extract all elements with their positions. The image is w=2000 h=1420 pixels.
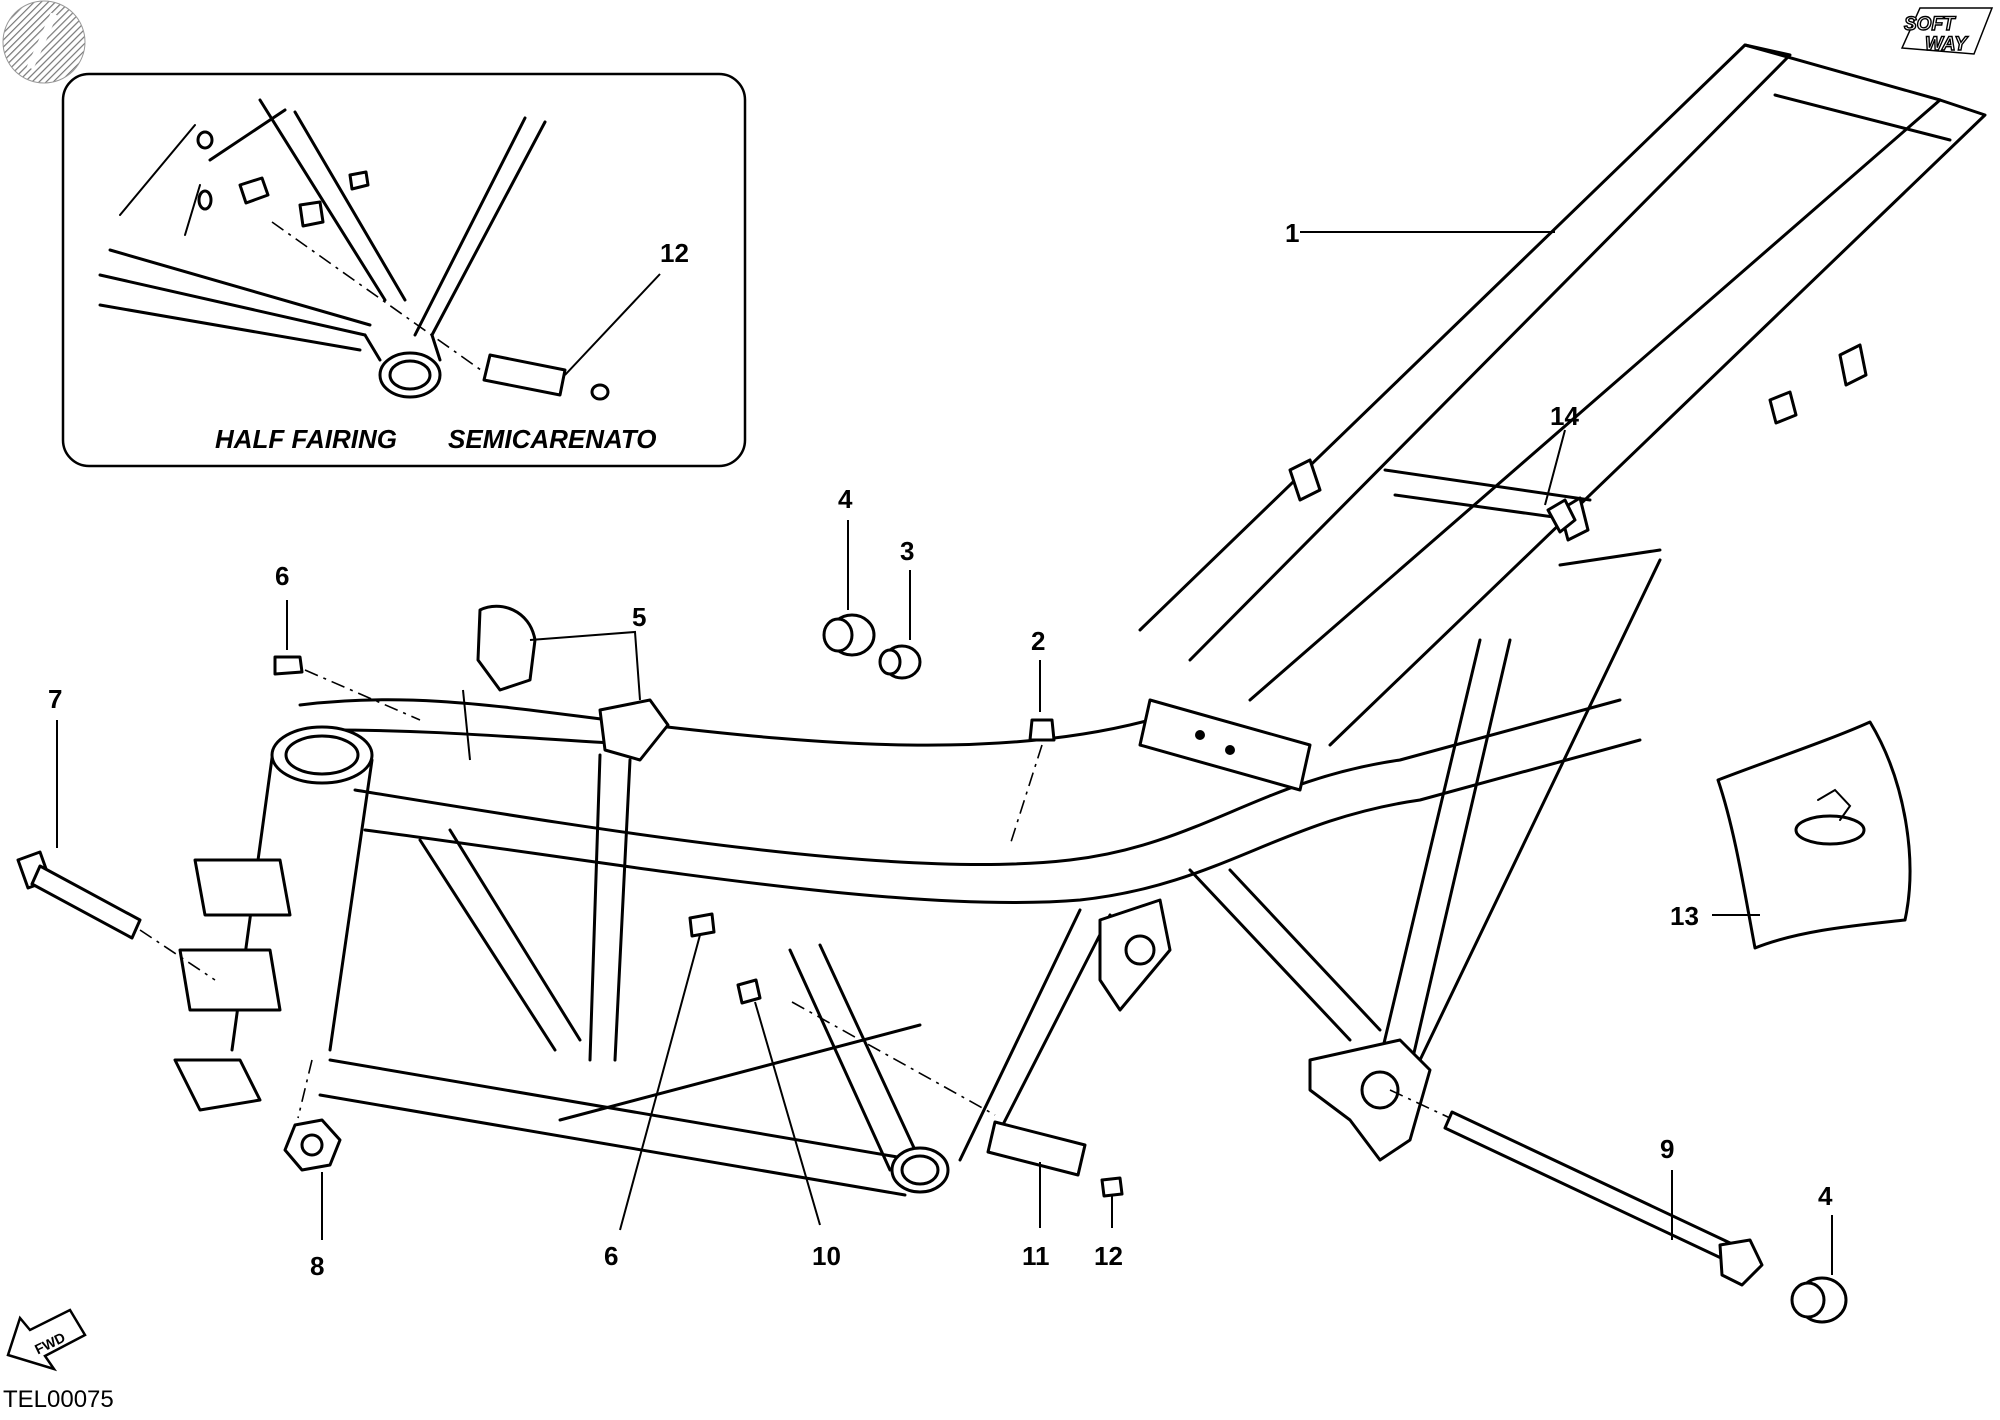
callout-6a: 6 [275, 561, 289, 591]
callout-1: 1 [1285, 218, 1299, 248]
part-2-plug [1009, 660, 1056, 846]
callout-10: 10 [812, 1241, 841, 1271]
callout-3: 3 [900, 536, 914, 566]
part-6-screw-top [273, 600, 421, 721]
callout-6b: 6 [604, 1241, 618, 1271]
inset-frame-drawing [98, 98, 661, 401]
part-5-caps [462, 604, 670, 762]
part-12-screw [1100, 1176, 1124, 1228]
callout-12: 12 [1094, 1241, 1123, 1271]
half-fairing-inset: 12 HALF FAIRING SEMICARENATO [61, 72, 747, 468]
part-6-screw-bottom [619, 912, 716, 1231]
part-8-nut [283, 1059, 342, 1240]
part-13-fuel-tank-detail [1712, 720, 1912, 950]
softway-logo: SOFT WAY [1900, 7, 1994, 56]
callout-7: 7 [48, 684, 62, 714]
part-10-clip [736, 978, 996, 1226]
part-9-swingarm-spindle [1389, 1089, 1764, 1287]
part-3-bush [878, 570, 922, 680]
frame-assembly [173, 43, 1987, 1197]
inset-caption-en: HALF FAIRING [215, 424, 397, 454]
callout-9: 9 [1660, 1134, 1674, 1164]
fwd-arrow-icon: FWD [6, 1308, 87, 1372]
part-4-grommet-top [822, 520, 876, 657]
corner-disc-icon [2, 0, 86, 84]
part-11-spacer [986, 1120, 1087, 1228]
callout-5: 5 [632, 602, 646, 632]
callout-14: 12 [660, 238, 689, 268]
callout-8: 8 [310, 1251, 324, 1281]
callout-4b: 4 [1818, 1181, 1833, 1211]
inset-caption-it: SEMICARENATO [448, 424, 657, 454]
logo-line2: WAY [1925, 34, 1969, 55]
drawing-code: TEL00075 [3, 1386, 114, 1413]
logo-line1: SOFT [1904, 14, 1956, 35]
part-4-grommet-bottom [1790, 1215, 1848, 1324]
callout-13: 13 [1670, 901, 1699, 931]
callout-15: 14 [1550, 401, 1579, 431]
part-15-tab [1544, 429, 1577, 534]
part-7-bolt [16, 720, 216, 981]
callout-11: 11 [1022, 1241, 1050, 1271]
callout-2: 2 [1031, 626, 1045, 656]
callout-4a: 4 [838, 484, 853, 514]
